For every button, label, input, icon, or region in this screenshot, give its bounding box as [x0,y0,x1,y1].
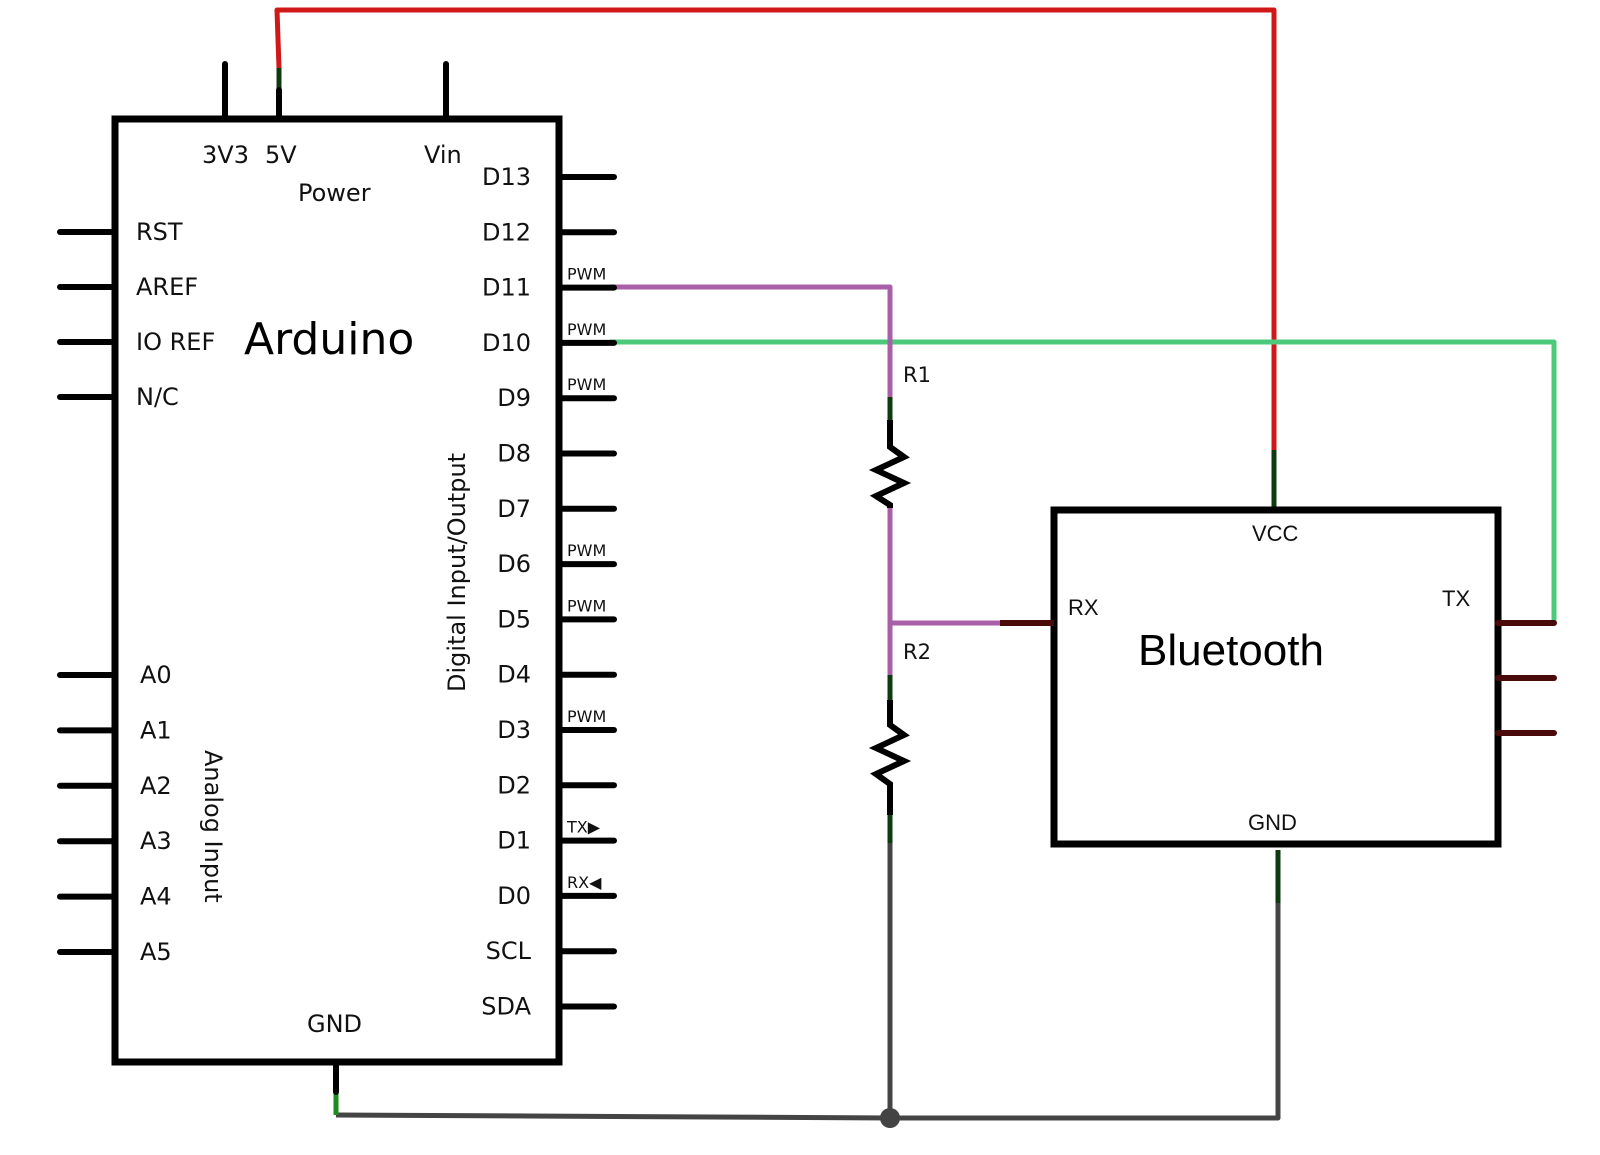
label-sda: SDA [481,993,531,1021]
resistor-r1[interactable]: R1 [868,363,931,508]
label-d2: D2 [497,771,531,799]
label-d13: D13 [482,163,531,191]
label-rx: RX [1068,595,1099,620]
label-d3: D3 [497,716,531,744]
bluetooth-title: Bluetooth [1138,626,1324,675]
pin-tag-d9: PWM [567,375,606,394]
wires [274,7,1557,1128]
pin-tag-d1: TX▶ [566,818,601,837]
wire-5v-to-vcc[interactable] [274,7,1277,450]
pin-tag-d3: PWM [567,707,606,726]
label-r2: R2 [903,640,931,664]
label-d9: D9 [497,384,531,412]
pin-tag-d5: PWM [567,596,606,615]
label-r1: R1 [903,363,931,387]
label-a1: A1 [140,716,172,744]
label-n-c: N/C [136,383,179,411]
label-d4: D4 [497,661,531,689]
resistor-r2[interactable]: R2 [868,640,931,815]
pin-tag-d11: PWM [567,265,606,284]
wire-d11-to-r1[interactable] [610,284,893,397]
pin-tag-d0: RX◀ [567,873,602,892]
label-tx: TX [1442,586,1470,611]
label-d0: D0 [497,882,531,910]
label-a0: A0 [140,661,172,689]
label-scl: SCL [486,937,532,965]
label-a5: A5 [140,938,172,966]
label-analog-input: Analog Input [199,750,227,903]
label-d8: D8 [497,440,531,468]
r1-symbol [868,420,912,508]
pin-tag-d6: PWM [567,541,606,560]
label-d11: D11 [482,274,531,302]
left-pins: RST AREF IO REF N/C [57,218,215,411]
label-vin: Vin [424,141,462,169]
label-d10: D10 [482,329,531,357]
label-a4: A4 [140,883,172,911]
label-d1: D1 [497,827,531,855]
label-5v: 5V [265,141,297,169]
label-digital-io: Digital Input/Output [443,453,471,692]
label-rst: RST [136,218,183,246]
label-d6: D6 [497,550,531,578]
ground-junction-dot [880,1108,900,1128]
bluetooth-module: VCC RX TX Bluetooth GND [1000,506,1557,848]
label-d5: D5 [497,605,531,633]
label-aref: AREF [136,273,198,301]
label-d7: D7 [497,495,531,523]
wire-divider-to-rx[interactable] [887,508,1000,675]
r2-symbol [868,700,912,815]
wire-d10-to-tx[interactable] [610,339,1557,623]
label-a3: A3 [140,827,172,855]
label-io-ref: IO REF [136,328,215,356]
arduino-title: Arduino [244,314,414,365]
label-3v3: 3V3 [202,141,249,169]
label-a2: A2 [140,772,172,800]
pin-tag-d10: PWM [567,320,606,339]
label-arduino-gnd: GND [307,1010,362,1038]
wire-ground[interactable] [335,843,1281,1121]
label-power: Power [298,179,371,207]
arduino-board: 3V3 5V Vin Power Arduino RST AREF IO REF N/… [57,61,617,1095]
label-vcc: VCC [1252,521,1299,546]
label-d12: D12 [482,218,531,246]
label-bt-gnd: GND [1248,810,1297,835]
arduino-outline [111,115,563,1066]
bluetooth-outline [1050,506,1502,848]
